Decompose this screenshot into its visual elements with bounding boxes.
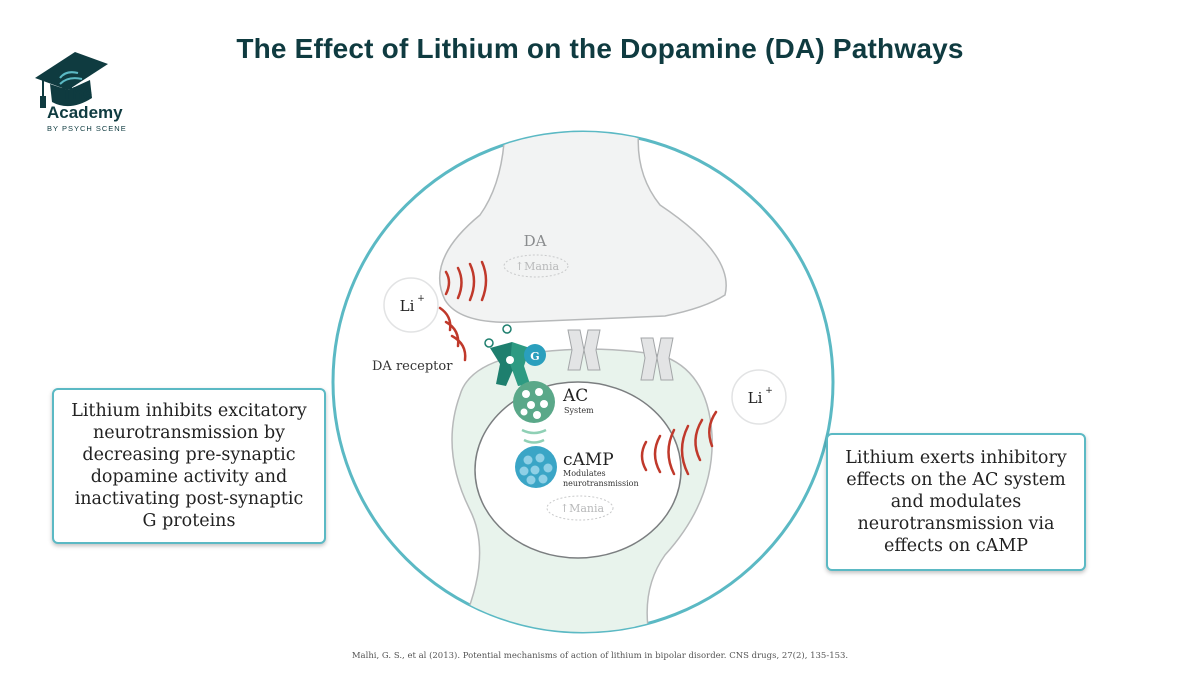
presynaptic-terminal <box>438 132 727 324</box>
ac-sublabel: System <box>564 406 594 415</box>
lithium-wave-icon <box>438 306 467 362</box>
svg-text:+: + <box>417 294 425 304</box>
lithium-wave-icon <box>640 410 718 476</box>
svg-text:Li: Li <box>748 389 763 407</box>
svg-text:+: + <box>765 386 773 396</box>
svg-text:G: G <box>530 350 539 363</box>
mania-label-bottom: ↑Mania <box>560 502 605 515</box>
da-receptor-label: DA receptor <box>372 359 453 374</box>
mania-label-top: ↑Mania <box>515 260 560 273</box>
ac-system-icon <box>513 381 555 423</box>
lithium-ion-left: Li + <box>383 277 439 333</box>
page-title: The Effect of Lithium on the Dopamine (D… <box>236 33 964 64</box>
camp-label: cAMP <box>563 450 614 470</box>
graduation-cap-icon <box>35 52 108 108</box>
logo-line1: The <box>62 84 93 103</box>
lithium-wave-icon <box>444 260 488 302</box>
callout-left: Lithium inhibits excitatory neurotransmi… <box>52 388 326 544</box>
citation: Malhi, G. S., et al (2013). Potential me… <box>351 651 849 661</box>
logo-subtitle: BY PSYCH SCENE <box>47 124 127 133</box>
ion-channel-icon <box>640 337 674 381</box>
logo-line2: Academy <box>47 103 123 122</box>
lithium-ion-right: Li + <box>731 369 787 425</box>
signal-arcs-icon <box>521 428 547 444</box>
camp-sublabel-2: neurotransmission <box>563 479 639 488</box>
dopamine-molecule-icon <box>484 324 512 348</box>
g-protein-icon: G <box>524 344 546 366</box>
camp-icon <box>515 446 557 488</box>
postsynaptic-cell-interior <box>474 381 682 559</box>
da-label: DA <box>524 232 547 250</box>
camp-sublabel-1: Modulates <box>563 469 606 478</box>
svg-text:Li: Li <box>400 297 415 315</box>
ac-label: AC <box>562 386 588 406</box>
callout-right: Lithium exerts inhibitory effects on the… <box>826 433 1086 571</box>
ion-channel-icon <box>567 329 601 371</box>
